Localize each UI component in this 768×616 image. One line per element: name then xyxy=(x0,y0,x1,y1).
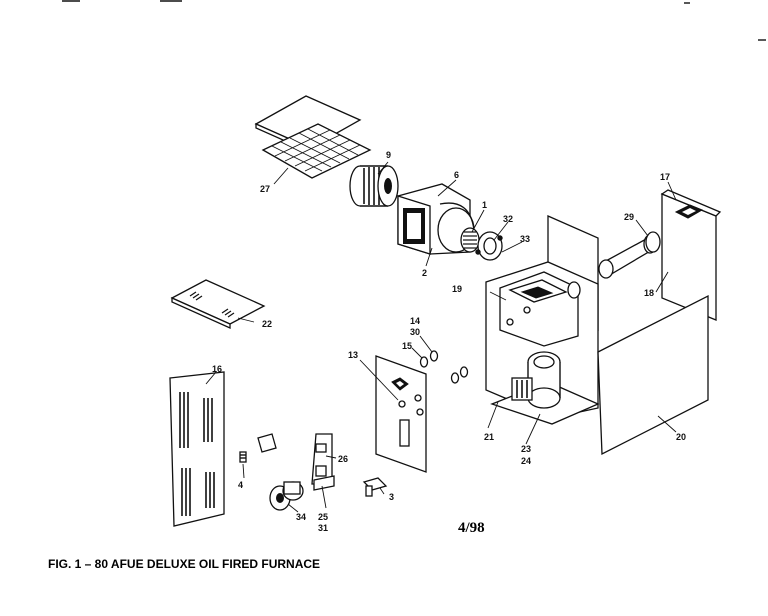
oil-burner-part xyxy=(511,351,561,409)
flue-pipe-part xyxy=(598,231,661,279)
callout-4: 4 xyxy=(238,480,243,490)
callout-16: 16 xyxy=(212,364,222,374)
callout-19: 19 xyxy=(452,284,462,294)
callout-1: 1 xyxy=(482,200,487,210)
access-cover-part xyxy=(170,279,266,330)
callout-26: 26 xyxy=(338,454,348,464)
callout-32: 32 xyxy=(503,214,513,224)
callout-23: 23 xyxy=(521,444,531,454)
top-edge-fragments xyxy=(62,0,766,41)
callout-22: 22 xyxy=(262,319,272,329)
callout-2: 2 xyxy=(422,268,427,278)
callout-31: 31 xyxy=(318,523,328,533)
callout-30: 30 xyxy=(410,327,420,337)
control-panel-part xyxy=(375,355,427,473)
callout-9: 9 xyxy=(386,150,391,160)
callout-17: 17 xyxy=(660,172,670,182)
grommets-part xyxy=(419,350,469,384)
callout-25: 25 xyxy=(318,512,328,522)
filter-assembly-part xyxy=(254,95,372,179)
callout-29: 29 xyxy=(624,212,634,222)
relay-bracket-part xyxy=(311,433,335,491)
figure-caption: FIG. 1 – 80 AFUE DELUXE OIL FIRED FURNAC… xyxy=(48,557,320,571)
callout-21: 21 xyxy=(484,432,494,442)
callout-18: 18 xyxy=(644,288,654,298)
callout-14: 14 xyxy=(410,316,420,326)
callout-labels: 1 2 3 4 6 9 13 14 30 15 16 17 18 19 20 2… xyxy=(212,150,686,533)
callout-13: 13 xyxy=(348,350,358,360)
blower-housing-part xyxy=(397,183,475,255)
small-fastener-parts xyxy=(239,433,388,497)
front-panel-part xyxy=(597,294,709,456)
date-code: 4/98 xyxy=(458,520,485,536)
blower-wheel-part xyxy=(349,165,399,207)
callout-20: 20 xyxy=(676,432,686,442)
louvered-door-part xyxy=(169,371,225,527)
rear-panel-part xyxy=(660,189,722,321)
heat-exchanger-panel-part xyxy=(485,215,600,425)
leader-lines xyxy=(205,161,677,513)
callout-15: 15 xyxy=(402,341,412,351)
callout-6: 6 xyxy=(454,170,459,180)
oil-pump-part xyxy=(269,481,304,511)
blower-motor-part xyxy=(460,227,503,261)
callout-3: 3 xyxy=(389,492,394,502)
callout-33: 33 xyxy=(520,234,530,244)
callout-27: 27 xyxy=(260,184,270,194)
callout-34: 34 xyxy=(296,512,306,522)
callout-24: 24 xyxy=(521,456,531,466)
